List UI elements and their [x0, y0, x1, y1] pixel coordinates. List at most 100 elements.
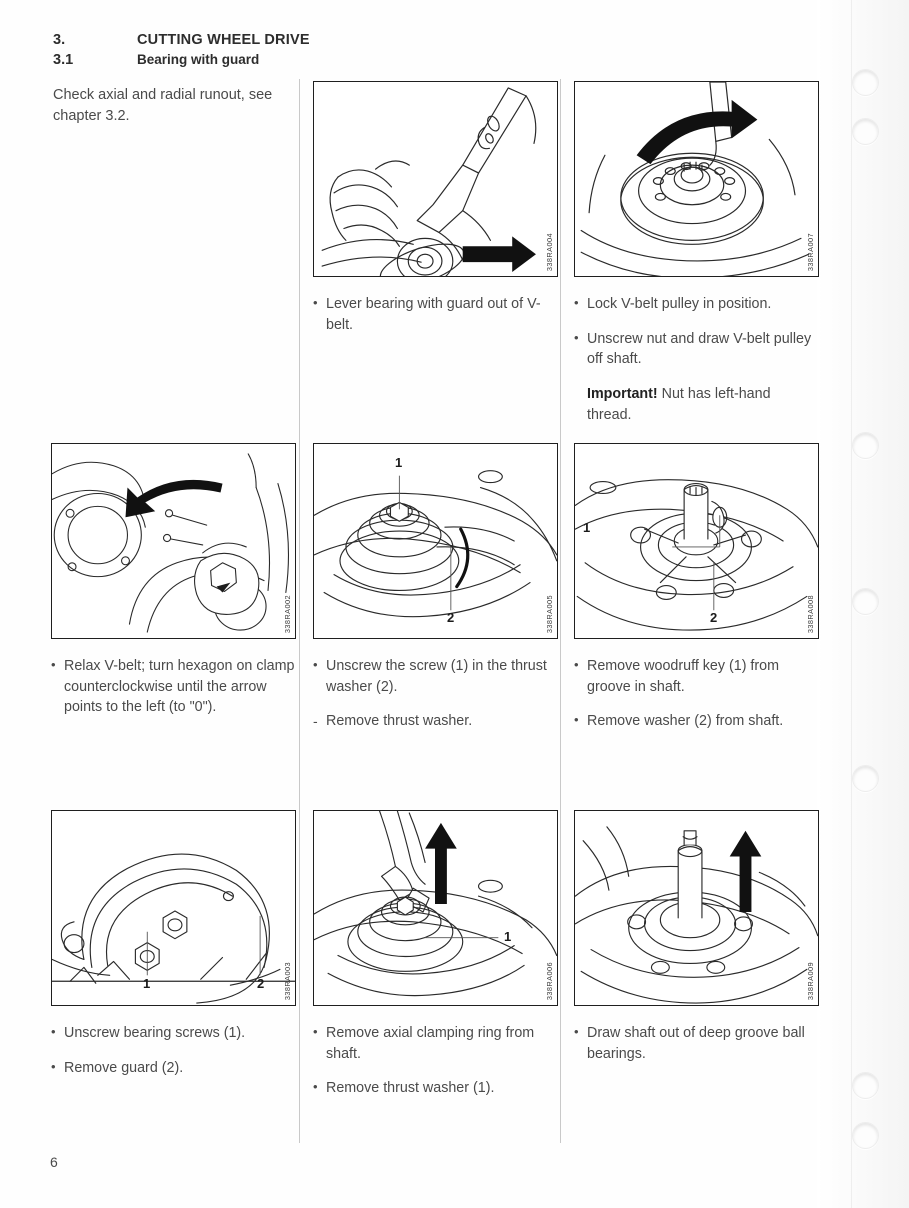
motion-arrow: [462, 236, 536, 273]
figure-338ra008: 1 2 338RA008: [574, 443, 819, 639]
panel-8-caption: • Draw shaft out of deep groove ball bea…: [574, 1023, 819, 1064]
figure-338ra006: 1 338RA006: [313, 810, 558, 1006]
binder-hole: [852, 588, 879, 615]
figure-callout-2: 2: [257, 976, 265, 991]
bullet-marker: •: [313, 657, 318, 672]
note-body: Nut has left-hand thread.: [587, 386, 771, 423]
bullet-marker: •: [574, 329, 579, 345]
caption-text: Lock V-belt pulley in position.: [587, 296, 772, 312]
binder-hole: [852, 1122, 879, 1149]
figure-callout-2: 2: [710, 610, 718, 625]
binder-hole: [852, 69, 879, 96]
figure-code: 338RA006: [545, 961, 554, 1000]
figure-callout-2: 2: [447, 610, 455, 625]
panel-7-caption: • Remove axial clamping ring from shaft.…: [313, 1023, 558, 1099]
caption-text: Remove thrust washer (1).: [326, 1080, 495, 1097]
section-number: 3.: [53, 32, 66, 48]
figure-338ra007: 338RA007: [574, 81, 819, 277]
column-separator-right: [560, 79, 562, 1143]
caption-note-text: Important! Nut has left-hand thread.: [587, 384, 819, 425]
panel-4: 1 2 338RA005 • Unscrew the screw (1) in …: [313, 443, 558, 746]
bullet-marker: •: [51, 1058, 56, 1074]
caption-step: • Unscrew the screw (1) in the thrust wa…: [313, 656, 558, 697]
panel-5: 1 2 338RA008 • Remove woodruff key (1) f…: [574, 443, 819, 746]
figure-callout-1: 1: [143, 976, 151, 991]
figure-code: 338RA002: [283, 594, 292, 633]
bullet-marker: •: [313, 295, 318, 310]
pull-arrow: [729, 830, 762, 912]
bullet-marker: •: [51, 657, 56, 672]
caption-text: Remove axial clamping ring from shaft.: [326, 1025, 535, 1062]
panel-6-caption: • Unscrew bearing screws (1). • Remove g…: [51, 1023, 296, 1078]
caption-step: • Unscrew bearing screws (1).: [51, 1023, 296, 1044]
figure-338ra002: 338RA002: [51, 443, 296, 639]
subsection-title: Bearing with guard: [137, 51, 260, 67]
bullet-marker: •: [574, 657, 579, 672]
note-marker: [574, 384, 587, 425]
caption-step: • Lock V-belt pulley in position.: [574, 294, 819, 315]
panel-2-caption: • Lock V-belt pulley in position. • Unsc…: [574, 294, 819, 426]
caption-text: Remove washer (2) from shaft.: [587, 713, 784, 730]
motion-arrow: [636, 99, 758, 165]
caption-substep: - Remove thrust washer.: [313, 711, 558, 732]
panel-5-caption: • Remove woodruff key (1) from groove in…: [574, 656, 819, 732]
binder-hole: [852, 1072, 879, 1099]
bullet-marker: •: [574, 712, 579, 728]
intro-paragraph: Check axial and radial runout, see chapt…: [53, 87, 273, 124]
section-title: CUTTING WHEEL DRIVE: [137, 32, 310, 48]
caption-step: • Lever bearing with guard out of V-belt…: [313, 294, 558, 335]
binder-hole: [852, 765, 879, 792]
figure-code: 338RA009: [806, 961, 815, 1000]
caption-step: • Relax V-belt; turn hexagon on clamp co…: [51, 656, 296, 718]
caption-step: • Remove guard (2).: [51, 1058, 296, 1079]
panel-1: 338RA004 • Lever bearing with guard out …: [313, 81, 558, 349]
figure-338ra009: 338RA009: [574, 810, 819, 1006]
bullet-marker: •: [574, 1024, 579, 1039]
caption-step: • Remove woodruff key (1) from groove in…: [574, 656, 819, 697]
panel-4-caption: • Unscrew the screw (1) in the thrust wa…: [313, 656, 558, 732]
bullet-marker: •: [313, 1079, 318, 1095]
figure-code: 338RA005: [545, 594, 554, 633]
bullet-marker: •: [313, 1024, 318, 1039]
binder-hole: [852, 432, 879, 459]
figure-338ra005: 1 2 338RA005: [313, 443, 558, 639]
caption-note: Important! Nut has left-hand thread.: [574, 384, 819, 425]
panel-6: 1 2 338RA003 • Unscrew bearing screws (1…: [51, 810, 296, 1092]
figure-code: 338RA003: [283, 961, 292, 1000]
bullet-marker: •: [51, 1024, 56, 1039]
bullet-marker: •: [574, 295, 579, 310]
rotation-arrow: [125, 479, 223, 518]
page-header: 3. CUTTING WHEEL DRIVE 3.1 Bearing with …: [53, 31, 310, 70]
pull-arrow: [425, 822, 457, 905]
figure-code: 338RA004: [545, 232, 554, 271]
figure-code: 338RA008: [806, 594, 815, 633]
panel-1-caption: • Lever bearing with guard out of V-belt…: [313, 294, 558, 335]
page-number: 6: [50, 1154, 58, 1170]
panel-7: 1 338RA006 • Remove axial clamping ring …: [313, 810, 558, 1113]
caption-step: • Remove thrust washer (1).: [313, 1078, 558, 1099]
caption-text: Unscrew the screw (1) in the thrust wash…: [326, 658, 547, 695]
panel-2: 338RA007 • Lock V-belt pulley in positio…: [574, 81, 819, 440]
caption-text: Remove guard (2).: [64, 1059, 184, 1076]
binder-rail: [851, 0, 852, 1208]
figure-callout-1: 1: [583, 520, 591, 535]
caption-step: • Remove axial clamping ring from shaft.: [313, 1023, 558, 1064]
header-subsection-row: 3.1 Bearing with guard: [53, 51, 310, 71]
caption-text: Relax V-belt; turn hexagon on clamp coun…: [64, 658, 295, 716]
header-section-row: 3. CUTTING WHEEL DRIVE: [53, 31, 310, 51]
subsection-number: 3.1: [53, 51, 74, 68]
panel-3: 338RA002 • Relax V-belt; turn hexagon on…: [51, 443, 296, 732]
caption-text: Unscrew bearing screws (1).: [64, 1025, 246, 1041]
important-label: Important!: [587, 386, 658, 403]
figure-code: 338RA007: [806, 232, 815, 271]
caption-step: • Unscrew nut and draw V-belt pulley off…: [574, 329, 819, 370]
panel-3-caption: • Relax V-belt; turn hexagon on clamp co…: [51, 656, 296, 718]
binder-hole: [852, 118, 879, 145]
caption-text: Remove woodruff key (1) from groove in s…: [587, 658, 780, 695]
figure-callout-1: 1: [395, 455, 403, 470]
column-separator-left: [299, 79, 301, 1143]
dash-marker: -: [313, 713, 318, 730]
caption-step: • Draw shaft out of deep groove ball bea…: [574, 1023, 819, 1064]
caption-text: Draw shaft out of deep groove ball beari…: [587, 1025, 805, 1062]
